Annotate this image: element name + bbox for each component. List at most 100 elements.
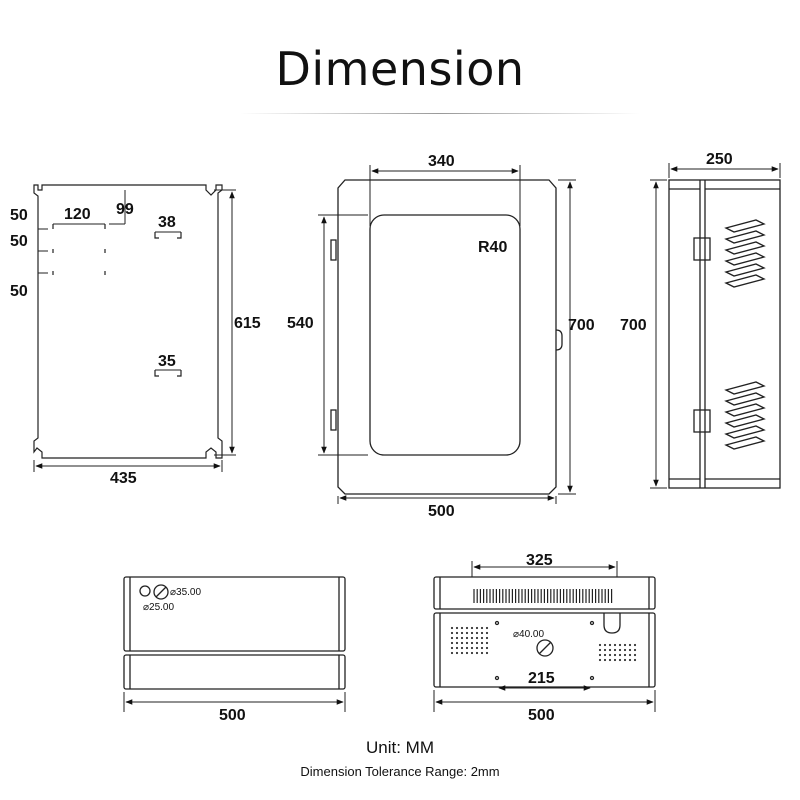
back-plate-spacing-e: 99 [116, 201, 134, 218]
bottom-hole-label: ⌀40.00 [513, 629, 544, 640]
vent-dot [480, 636, 484, 640]
vent-dot [475, 626, 479, 630]
vent-dot [465, 646, 469, 650]
back-plate-height: 615 [234, 315, 261, 332]
top-upper-panel [123, 576, 346, 652]
vent-dot [485, 626, 489, 630]
back-plate-spacing-c: 50 [10, 283, 28, 300]
vent-dot [633, 653, 637, 657]
vent-dot [623, 658, 627, 662]
bottom-vent-slots [473, 589, 613, 603]
vent-dot [608, 648, 612, 652]
vent-dot [613, 653, 617, 657]
vent-dot [465, 626, 469, 630]
side-vents-top [724, 219, 766, 288]
top-hole-large-label: ⌀35.00 [170, 587, 201, 598]
front-view [318, 165, 576, 504]
vent-dot [455, 636, 459, 640]
back-plate-width: 435 [110, 470, 137, 487]
vent-dot [455, 641, 459, 645]
vent-dot [470, 631, 474, 635]
vent-dot [450, 626, 454, 630]
vent-dot [613, 658, 617, 662]
back-plate-view [33, 184, 236, 472]
vent-dot [633, 658, 637, 662]
vent-dot [480, 646, 484, 650]
front-window-height: 540 [287, 315, 314, 332]
bottom-width: 500 [528, 707, 555, 724]
front-corner-radius: R40 [478, 239, 507, 256]
side-outline [668, 179, 781, 489]
vent-dot [618, 658, 622, 662]
vent-dot [450, 641, 454, 645]
vent-dot [603, 653, 607, 657]
side-view [650, 163, 781, 489]
bottom-upper-panel [433, 576, 656, 610]
front-door-outline [337, 179, 557, 495]
page-title: Dimension [275, 42, 525, 96]
unit-label: Unit: MM [366, 738, 434, 757]
vent-dot [618, 648, 622, 652]
vent-dot [470, 626, 474, 630]
back-plate-spacing-g: 35 [158, 353, 176, 370]
vent-dot [475, 641, 479, 645]
bottom-hole [536, 639, 554, 657]
front-window-outline [369, 214, 521, 456]
vent-dot [485, 646, 489, 650]
vent-dot [475, 636, 479, 640]
title-divider [240, 113, 640, 114]
vent-dot [465, 636, 469, 640]
vent-dot [618, 643, 622, 647]
vent-dot [475, 646, 479, 650]
vent-dot [460, 646, 464, 650]
back-plate-spacing-d: 120 [64, 206, 91, 223]
vent-dot [613, 643, 617, 647]
vent-dot [480, 641, 484, 645]
vent-dot [475, 631, 479, 635]
top-lower-panel [123, 654, 346, 690]
top-hole-small [139, 585, 151, 597]
vent-dot [460, 631, 464, 635]
vent-dot [470, 636, 474, 640]
vent-dot [465, 651, 469, 655]
back-plate-outline [33, 184, 223, 459]
vent-dot [608, 643, 612, 647]
front-height: 700 [568, 317, 595, 334]
vent-dot [628, 653, 632, 657]
front-window-width: 340 [428, 153, 455, 170]
vent-dot [485, 631, 489, 635]
vent-dot [603, 658, 607, 662]
vent-dot [598, 658, 602, 662]
bottom-view [433, 561, 656, 712]
vent-dot [455, 646, 459, 650]
back-plate-spacing-a: 50 [10, 207, 28, 224]
bottom-vent-width: 325 [526, 552, 553, 569]
vent-dot [460, 651, 464, 655]
vent-dot [633, 643, 637, 647]
vent-dot [623, 653, 627, 657]
vent-dot [598, 643, 602, 647]
vent-dot [608, 653, 612, 657]
top-view [123, 576, 346, 712]
side-depth: 250 [706, 151, 733, 168]
vent-dot [455, 631, 459, 635]
vent-dot [460, 626, 464, 630]
vent-dot [455, 626, 459, 630]
vent-dot [475, 651, 479, 655]
vent-dot [470, 641, 474, 645]
door-lock [555, 329, 563, 351]
side-hinge-top [693, 237, 711, 261]
left-hinge-top [330, 239, 337, 261]
vent-dot [470, 646, 474, 650]
back-plate-spacing-f: 38 [158, 214, 176, 231]
vent-dot [480, 626, 484, 630]
top-hole-large [153, 584, 169, 600]
vent-dot [480, 651, 484, 655]
vent-dot [618, 653, 622, 657]
bottom-hole-spacing: 215 [528, 670, 555, 687]
vent-dot [628, 648, 632, 652]
vent-dot [628, 643, 632, 647]
side-hinge-bottom [693, 409, 711, 433]
vent-dot [485, 636, 489, 640]
